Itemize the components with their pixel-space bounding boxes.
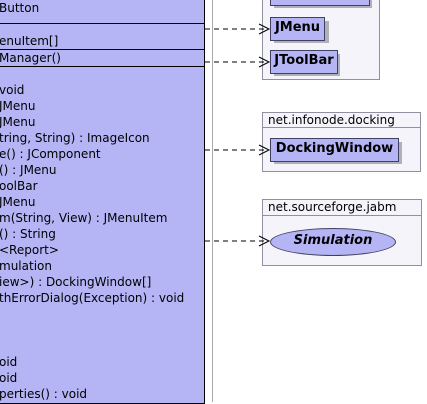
class-member: () : JMenu (0, 163, 57, 177)
class-member: oid (0, 371, 18, 385)
class-box-cut[interactable] (270, 0, 370, 6)
class-dockingwindow[interactable]: DockingWindow (270, 138, 399, 162)
class-member: e() : JComponent (0, 147, 101, 161)
class-member: <Report> (0, 243, 59, 257)
class-member: tring, String) : ImageIcon (0, 131, 150, 145)
class-member: oolBar (0, 179, 38, 193)
class-jtoolbar[interactable]: JToolBar (270, 50, 338, 74)
class-member: Button (0, 1, 40, 15)
attribute-separator (0, 23, 204, 24)
class-member: Manager() (0, 51, 61, 65)
arrowhead (258, 23, 271, 35)
package-jabm-name: net.sourceforge.jabm (262, 199, 422, 216)
usecase-simulation[interactable]: Simulation (270, 228, 396, 256)
class-member: thErrorDialog(Exception) : void (0, 291, 185, 305)
canvas-divider (212, 0, 213, 402)
class-member: JMenu (0, 195, 36, 209)
arrowhead (258, 56, 271, 68)
class-jmenu[interactable]: JMenu (270, 17, 325, 41)
class-member: JMenu (0, 99, 36, 113)
arrowhead (258, 144, 271, 156)
class-member: JMenu (0, 115, 36, 129)
method-separator (0, 66, 204, 67)
class-member: mulation (0, 259, 52, 273)
class-member: iew>) : DockingWindow[] (0, 275, 152, 289)
class-member: () : String (0, 227, 56, 241)
class-member: oid (0, 355, 18, 369)
class-member: void (0, 83, 25, 97)
class-member: perties() : void (0, 387, 88, 401)
class-member: m(String, View) : JMenuItem (0, 211, 168, 225)
class-member: enuItem[] (0, 34, 59, 48)
method-separator (0, 49, 204, 50)
main-class-box[interactable]: Button enuItem[] Manager() void JMenu JM… (0, 0, 205, 404)
arrowhead (258, 235, 271, 247)
